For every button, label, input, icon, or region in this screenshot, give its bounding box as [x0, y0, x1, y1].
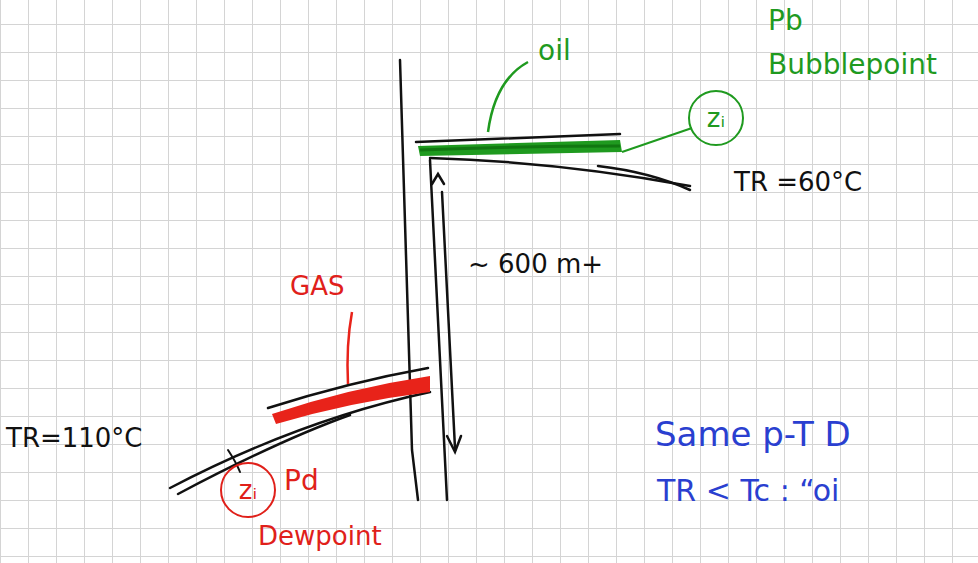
- pressure-label: Pb: [768, 6, 803, 37]
- arrow-head: [447, 436, 461, 452]
- composition-symbol: zᵢ: [707, 103, 725, 133]
- oil-band: [418, 140, 622, 156]
- well-wall: [400, 60, 418, 500]
- gas-band: [272, 376, 430, 424]
- reservoir-line: [178, 415, 350, 494]
- reservoir-line: [598, 166, 690, 190]
- saturation-label: Bubblepoint: [768, 50, 937, 81]
- reservoir-line: [430, 158, 690, 186]
- well-wall: [430, 160, 447, 500]
- composition-symbol: zᵢ: [239, 475, 257, 505]
- pressure-label: Pd: [284, 466, 319, 497]
- temperature-label: TR=110°C: [6, 424, 143, 453]
- note-text: TR < Tc : “oi: [657, 474, 839, 507]
- leader-line: [348, 312, 353, 384]
- caret-mark: [432, 174, 444, 184]
- leader-line: [622, 128, 692, 152]
- composition-circle: zᵢ: [688, 90, 744, 146]
- depth-label: ~ 600 m+: [468, 250, 603, 279]
- oil-band: [420, 146, 620, 150]
- composition-circle: zᵢ: [220, 462, 276, 518]
- fluid-label: GAS: [290, 272, 344, 301]
- temperature-label: TR =60°C: [734, 168, 862, 197]
- leader-line: [228, 450, 240, 472]
- note-text: Same p-T D: [655, 416, 851, 453]
- fluid-label: oil: [538, 36, 571, 67]
- reservoir-line: [416, 134, 620, 142]
- depth-arrow: [442, 192, 455, 448]
- leader-line: [488, 62, 528, 132]
- saturation-label: Dewpoint: [258, 522, 382, 551]
